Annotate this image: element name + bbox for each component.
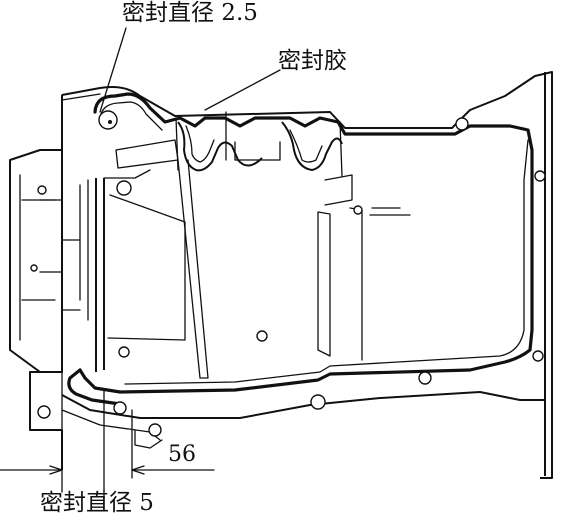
sealant-channels — [175, 111, 343, 177]
dimension-56-label: 56 — [168, 442, 196, 467]
dimension-lines — [0, 371, 215, 499]
housing-outline — [9, 71, 553, 479]
internal-structure — [39, 139, 411, 379]
seal-diameter-top-label: 密封直径 2.5 — [122, 0, 258, 26]
seal-diameter-bottom-label: 密封直径 5 — [40, 490, 154, 516]
bolt-holes — [30, 110, 546, 437]
leader-lines — [99, 27, 281, 113]
sealant-label: 密封胶 — [278, 48, 347, 74]
seal-bead — [67, 92, 534, 406]
